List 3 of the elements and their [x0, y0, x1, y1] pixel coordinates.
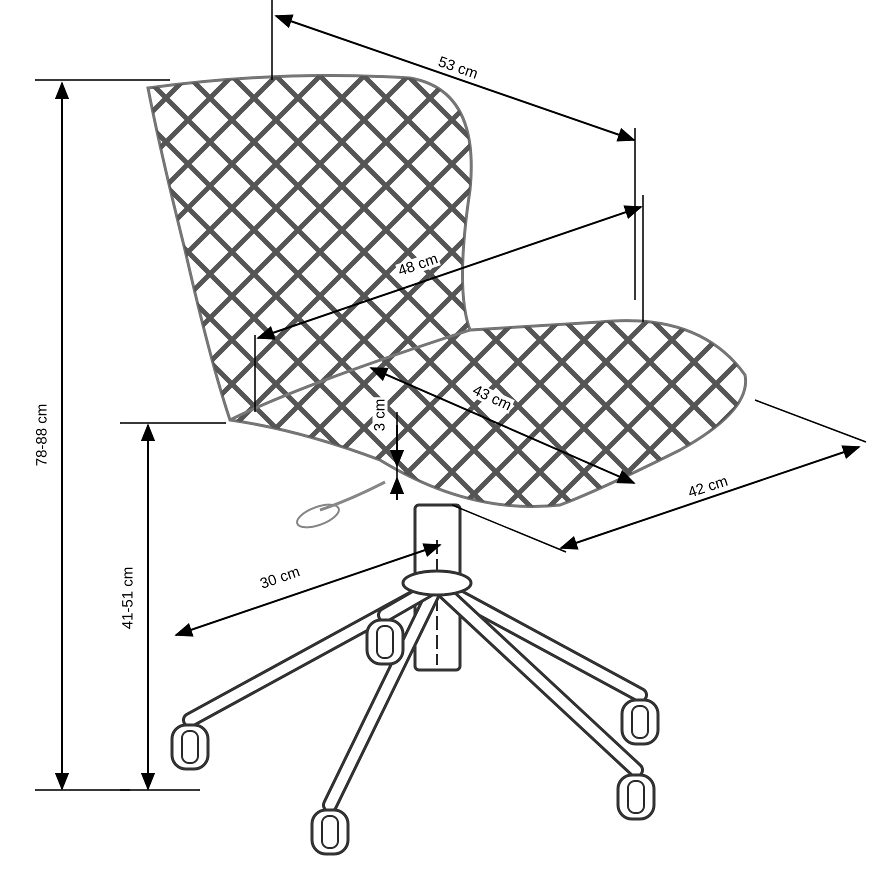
dimension-label: 3 cm	[372, 398, 388, 432]
dimension-label: 78-88 cm	[34, 402, 50, 468]
dimension-label: 41-51 cm	[120, 566, 136, 630]
